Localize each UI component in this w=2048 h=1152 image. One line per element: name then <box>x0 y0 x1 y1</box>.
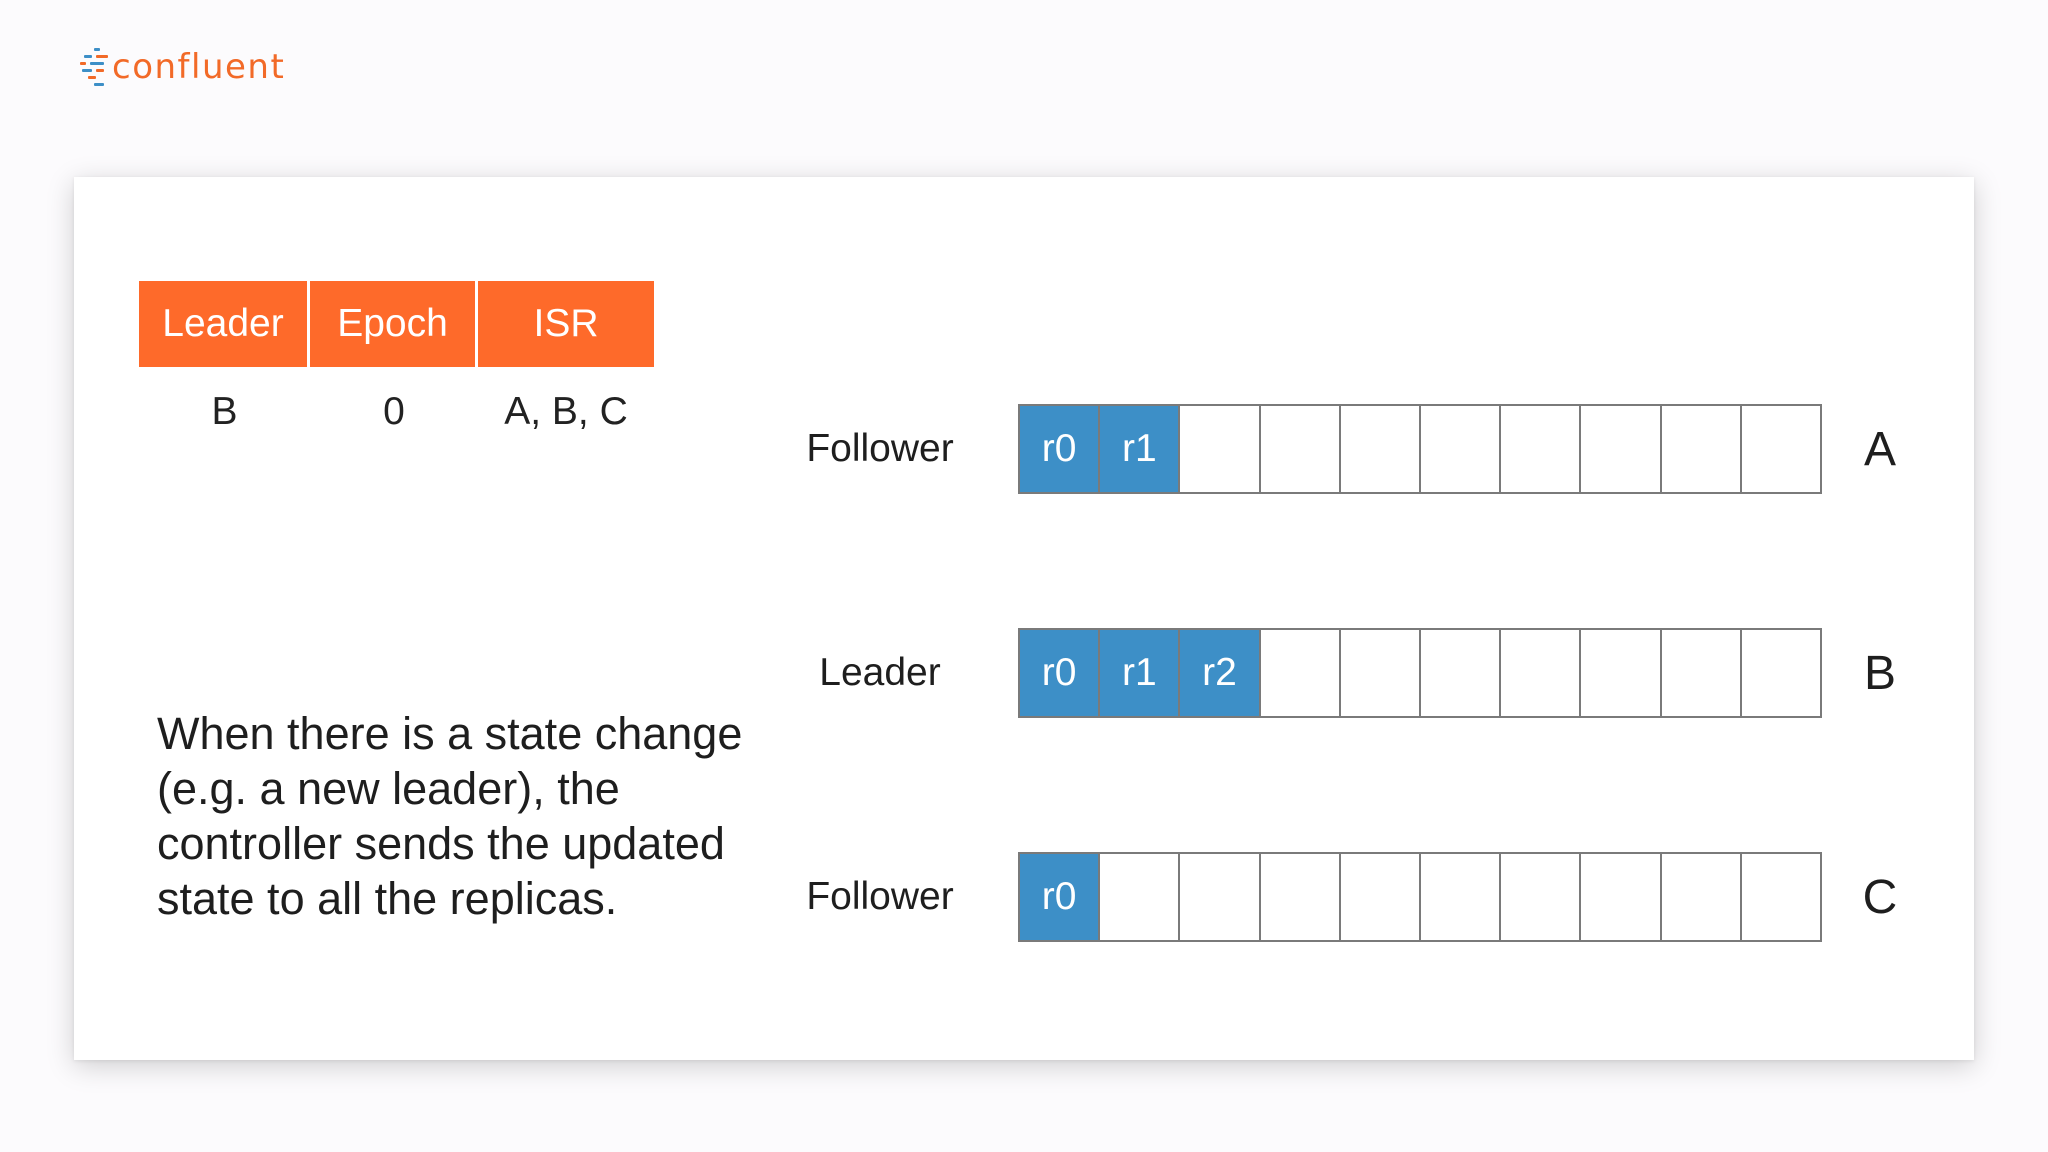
state-table-row: B 0 A, B, C <box>139 367 654 457</box>
logo-wordmark: confluent <box>112 47 286 87</box>
log-slot: r1 <box>1100 406 1181 492</box>
value-isr: A, B, C <box>504 390 628 433</box>
value-leader: B <box>211 390 238 433</box>
replica-log: r0 <box>1018 852 1822 942</box>
broker-name: C <box>1862 870 1898 924</box>
log-slot <box>1581 406 1662 492</box>
replica-row-a: Follower r0 r1 A <box>780 404 1920 494</box>
confluent-logo: confluent <box>80 44 285 90</box>
log-slot: r1 <box>1100 630 1181 716</box>
replica-row-c: Follower r0 C <box>780 852 1920 942</box>
log-slot <box>1742 630 1820 716</box>
log-slot <box>1421 406 1502 492</box>
slide-caption: When there is a state change (e.g. a new… <box>157 708 743 924</box>
log-slot <box>1261 854 1341 940</box>
log-slot <box>1261 630 1341 716</box>
log-slot <box>1341 630 1422 716</box>
header-epoch: Epoch <box>310 281 478 367</box>
log-slot <box>1662 630 1742 716</box>
log-slot <box>1662 406 1742 492</box>
header-leader: Leader <box>139 281 310 367</box>
header-isr: ISR <box>478 281 654 367</box>
log-slot: r0 <box>1020 630 1101 716</box>
replica-log: r0 r1 <box>1018 404 1822 494</box>
log-slot <box>1581 630 1662 716</box>
log-slot <box>1180 854 1261 940</box>
role-label: Follower <box>806 875 954 918</box>
log-slot <box>1501 854 1582 940</box>
log-slot <box>1742 854 1820 940</box>
broker-name: B <box>1863 646 1896 700</box>
log-slot <box>1341 406 1422 492</box>
log-slot <box>1421 630 1502 716</box>
partition-state-table: Leader Epoch ISR B 0 A, B, C <box>139 281 654 457</box>
logo-mark-icon <box>80 44 110 90</box>
log-slot <box>1100 854 1181 940</box>
log-slot <box>1180 406 1261 492</box>
value-epoch: 0 <box>383 390 405 433</box>
role-label: Leader <box>819 651 941 694</box>
broker-name: A <box>1863 422 1896 476</box>
log-slot <box>1742 406 1820 492</box>
replica-log: r0 r1 r2 <box>1018 628 1822 718</box>
log-slot <box>1581 854 1662 940</box>
replica-row-b: Leader r0 r1 r2 B <box>780 628 1920 718</box>
log-slot <box>1501 406 1582 492</box>
log-slot: r2 <box>1180 630 1261 716</box>
log-slot: r0 <box>1020 854 1101 940</box>
log-slot <box>1501 630 1582 716</box>
log-slot: r0 <box>1020 406 1101 492</box>
log-slot <box>1421 854 1502 940</box>
state-table-header: Leader Epoch ISR <box>139 281 654 367</box>
log-slot <box>1662 854 1742 940</box>
log-slot <box>1261 406 1341 492</box>
log-slot <box>1341 854 1422 940</box>
role-label: Follower <box>806 427 954 470</box>
